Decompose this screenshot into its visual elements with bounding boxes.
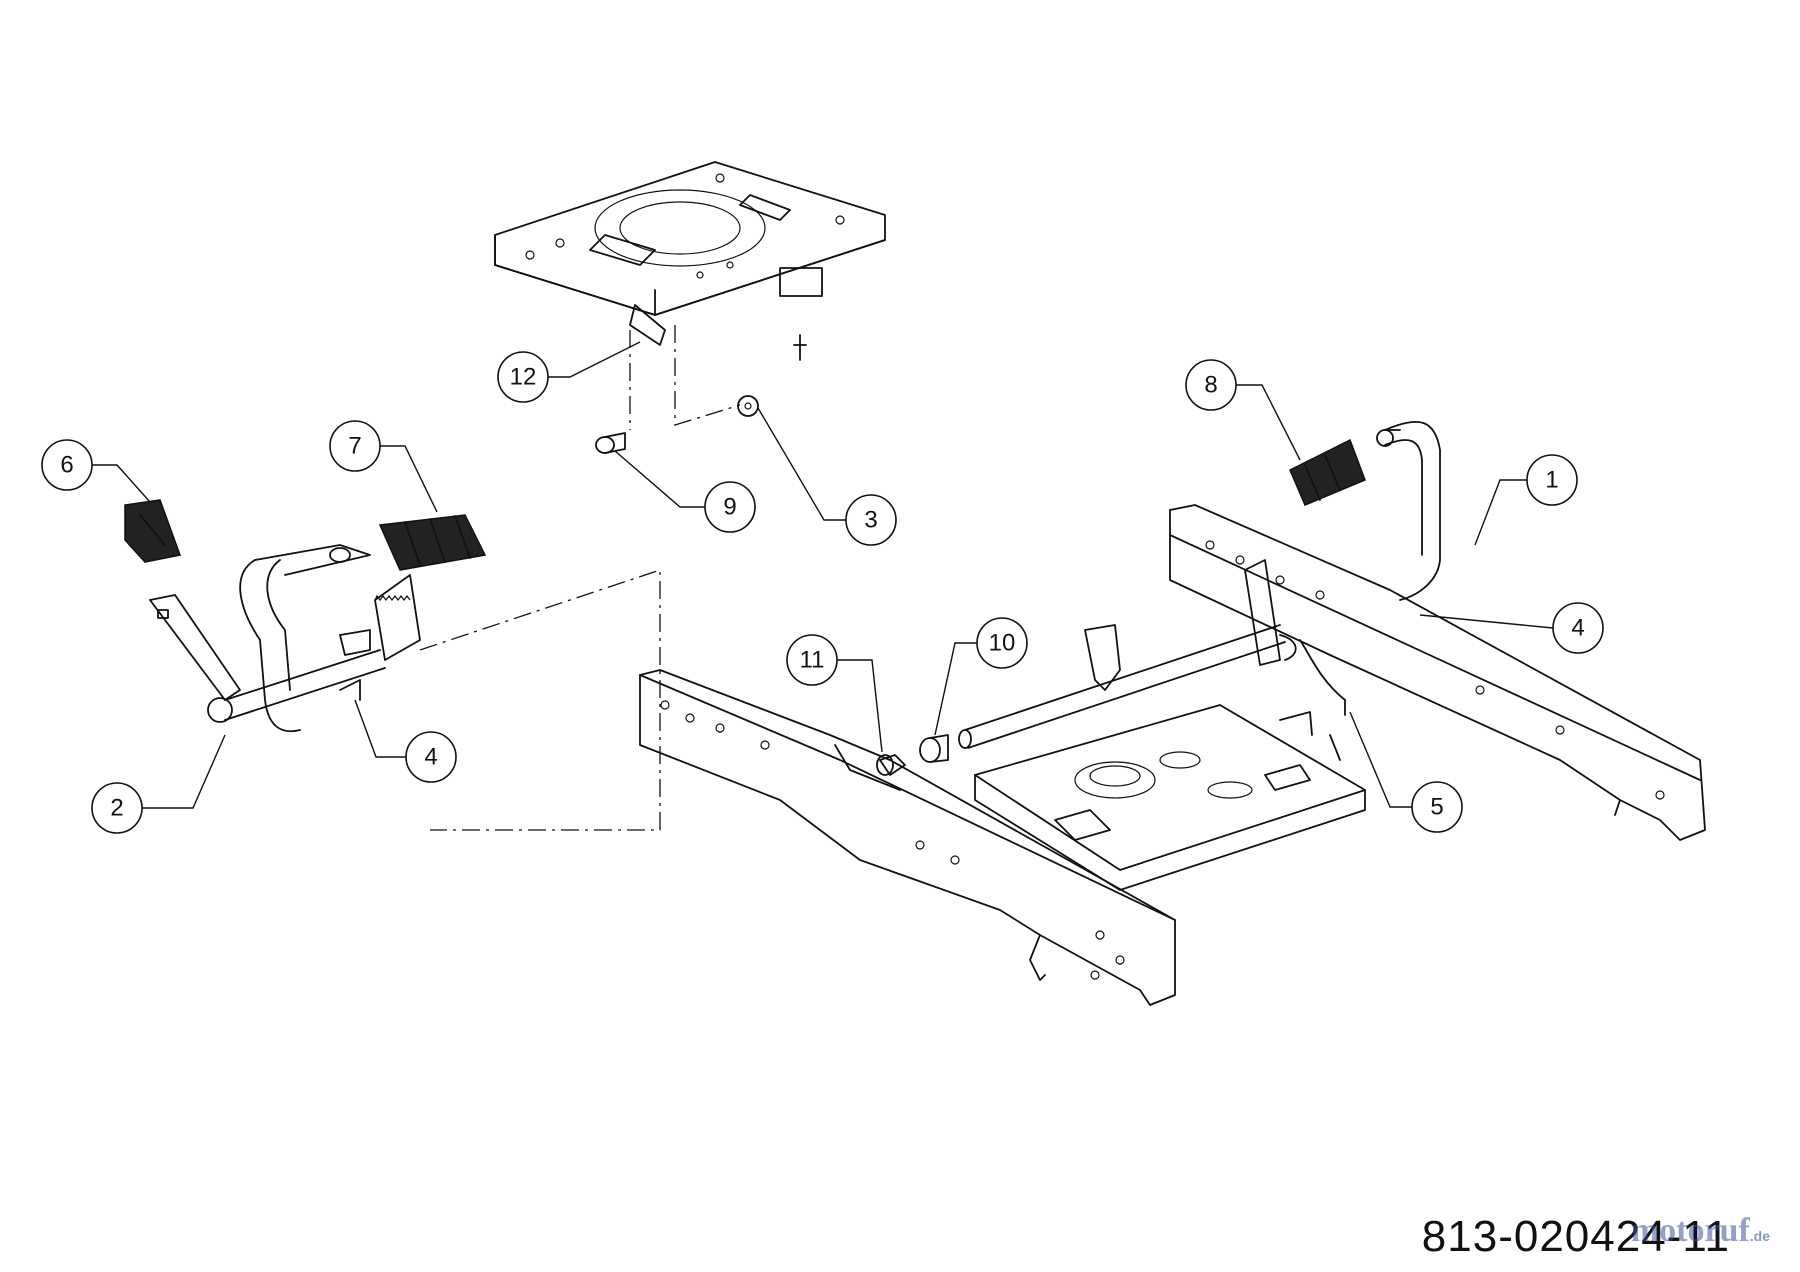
callout-3: 3 — [845, 494, 897, 546]
leader-line — [837, 659, 883, 753]
callout-12: 12 — [497, 351, 549, 403]
callout-11: 11 — [786, 634, 838, 686]
drawing-number: 813-020424-11 — [1421, 1212, 1730, 1261]
leader-line — [142, 734, 226, 809]
callout-7: 7 — [329, 420, 381, 472]
assembly-line — [674, 325, 741, 426]
assembly-line — [419, 569, 661, 831]
svg-text:10: 10 — [989, 630, 1016, 657]
callout-4-right: 4 — [1552, 602, 1604, 654]
leader-line — [1419, 614, 1554, 629]
bushing-flanged — [919, 734, 949, 763]
washer — [737, 395, 759, 417]
bushing-small — [876, 754, 906, 776]
leader-line — [548, 341, 641, 378]
callout-10: 10 — [976, 617, 1028, 669]
svg-text:9: 9 — [723, 494, 736, 521]
svg-text:12: 12 — [510, 364, 537, 391]
right-frame-rail — [1169, 504, 1706, 841]
svg-text:11: 11 — [800, 647, 825, 674]
leader-line — [354, 699, 406, 758]
callout-2: 2 — [91, 782, 143, 834]
pedal-pad-right — [1289, 438, 1366, 506]
callout-1: 1 — [1526, 454, 1578, 506]
pivot-pin — [595, 432, 626, 454]
leader-line — [614, 450, 705, 508]
callout-5: 5 — [1411, 781, 1463, 833]
watermark-tld: .de — [1749, 1228, 1770, 1244]
leader-line — [1474, 479, 1527, 546]
callout-8: 8 — [1185, 359, 1237, 411]
watermark-text: motoruf — [1630, 1212, 1750, 1249]
watermark-logo: motoruf.de — [1631, 1212, 1770, 1250]
leader-line — [380, 445, 438, 513]
left-pedal-assembly — [149, 544, 421, 733]
leader-line — [92, 464, 151, 503]
svg-text:7: 7 — [348, 433, 361, 460]
seat-bracket-plate — [494, 161, 886, 361]
callout-6: 6 — [41, 439, 93, 491]
callout-4-left: 4 — [405, 731, 457, 783]
leader-line — [934, 642, 977, 736]
svg-text:1: 1 — [1545, 467, 1558, 494]
svg-text:4: 4 — [1571, 615, 1584, 642]
leader-line — [1349, 711, 1412, 808]
svg-text:4: 4 — [424, 744, 437, 771]
svg-text:3: 3 — [864, 507, 877, 534]
svg-text:6: 6 — [60, 452, 73, 479]
pedal-pad-large — [378, 514, 487, 571]
left-frame-rail — [639, 669, 1176, 1006]
leader-line — [757, 407, 846, 521]
svg-text:2: 2 — [110, 795, 123, 822]
cross-shaft — [958, 559, 1346, 749]
right-pedal-lever — [1376, 421, 1441, 601]
center-deck-plate — [974, 704, 1366, 891]
leader-line — [1236, 384, 1301, 461]
svg-text:5: 5 — [1430, 794, 1443, 821]
callout-9: 9 — [704, 481, 756, 533]
svg-text:8: 8 — [1204, 372, 1217, 399]
pedal-pad-small — [124, 499, 182, 563]
